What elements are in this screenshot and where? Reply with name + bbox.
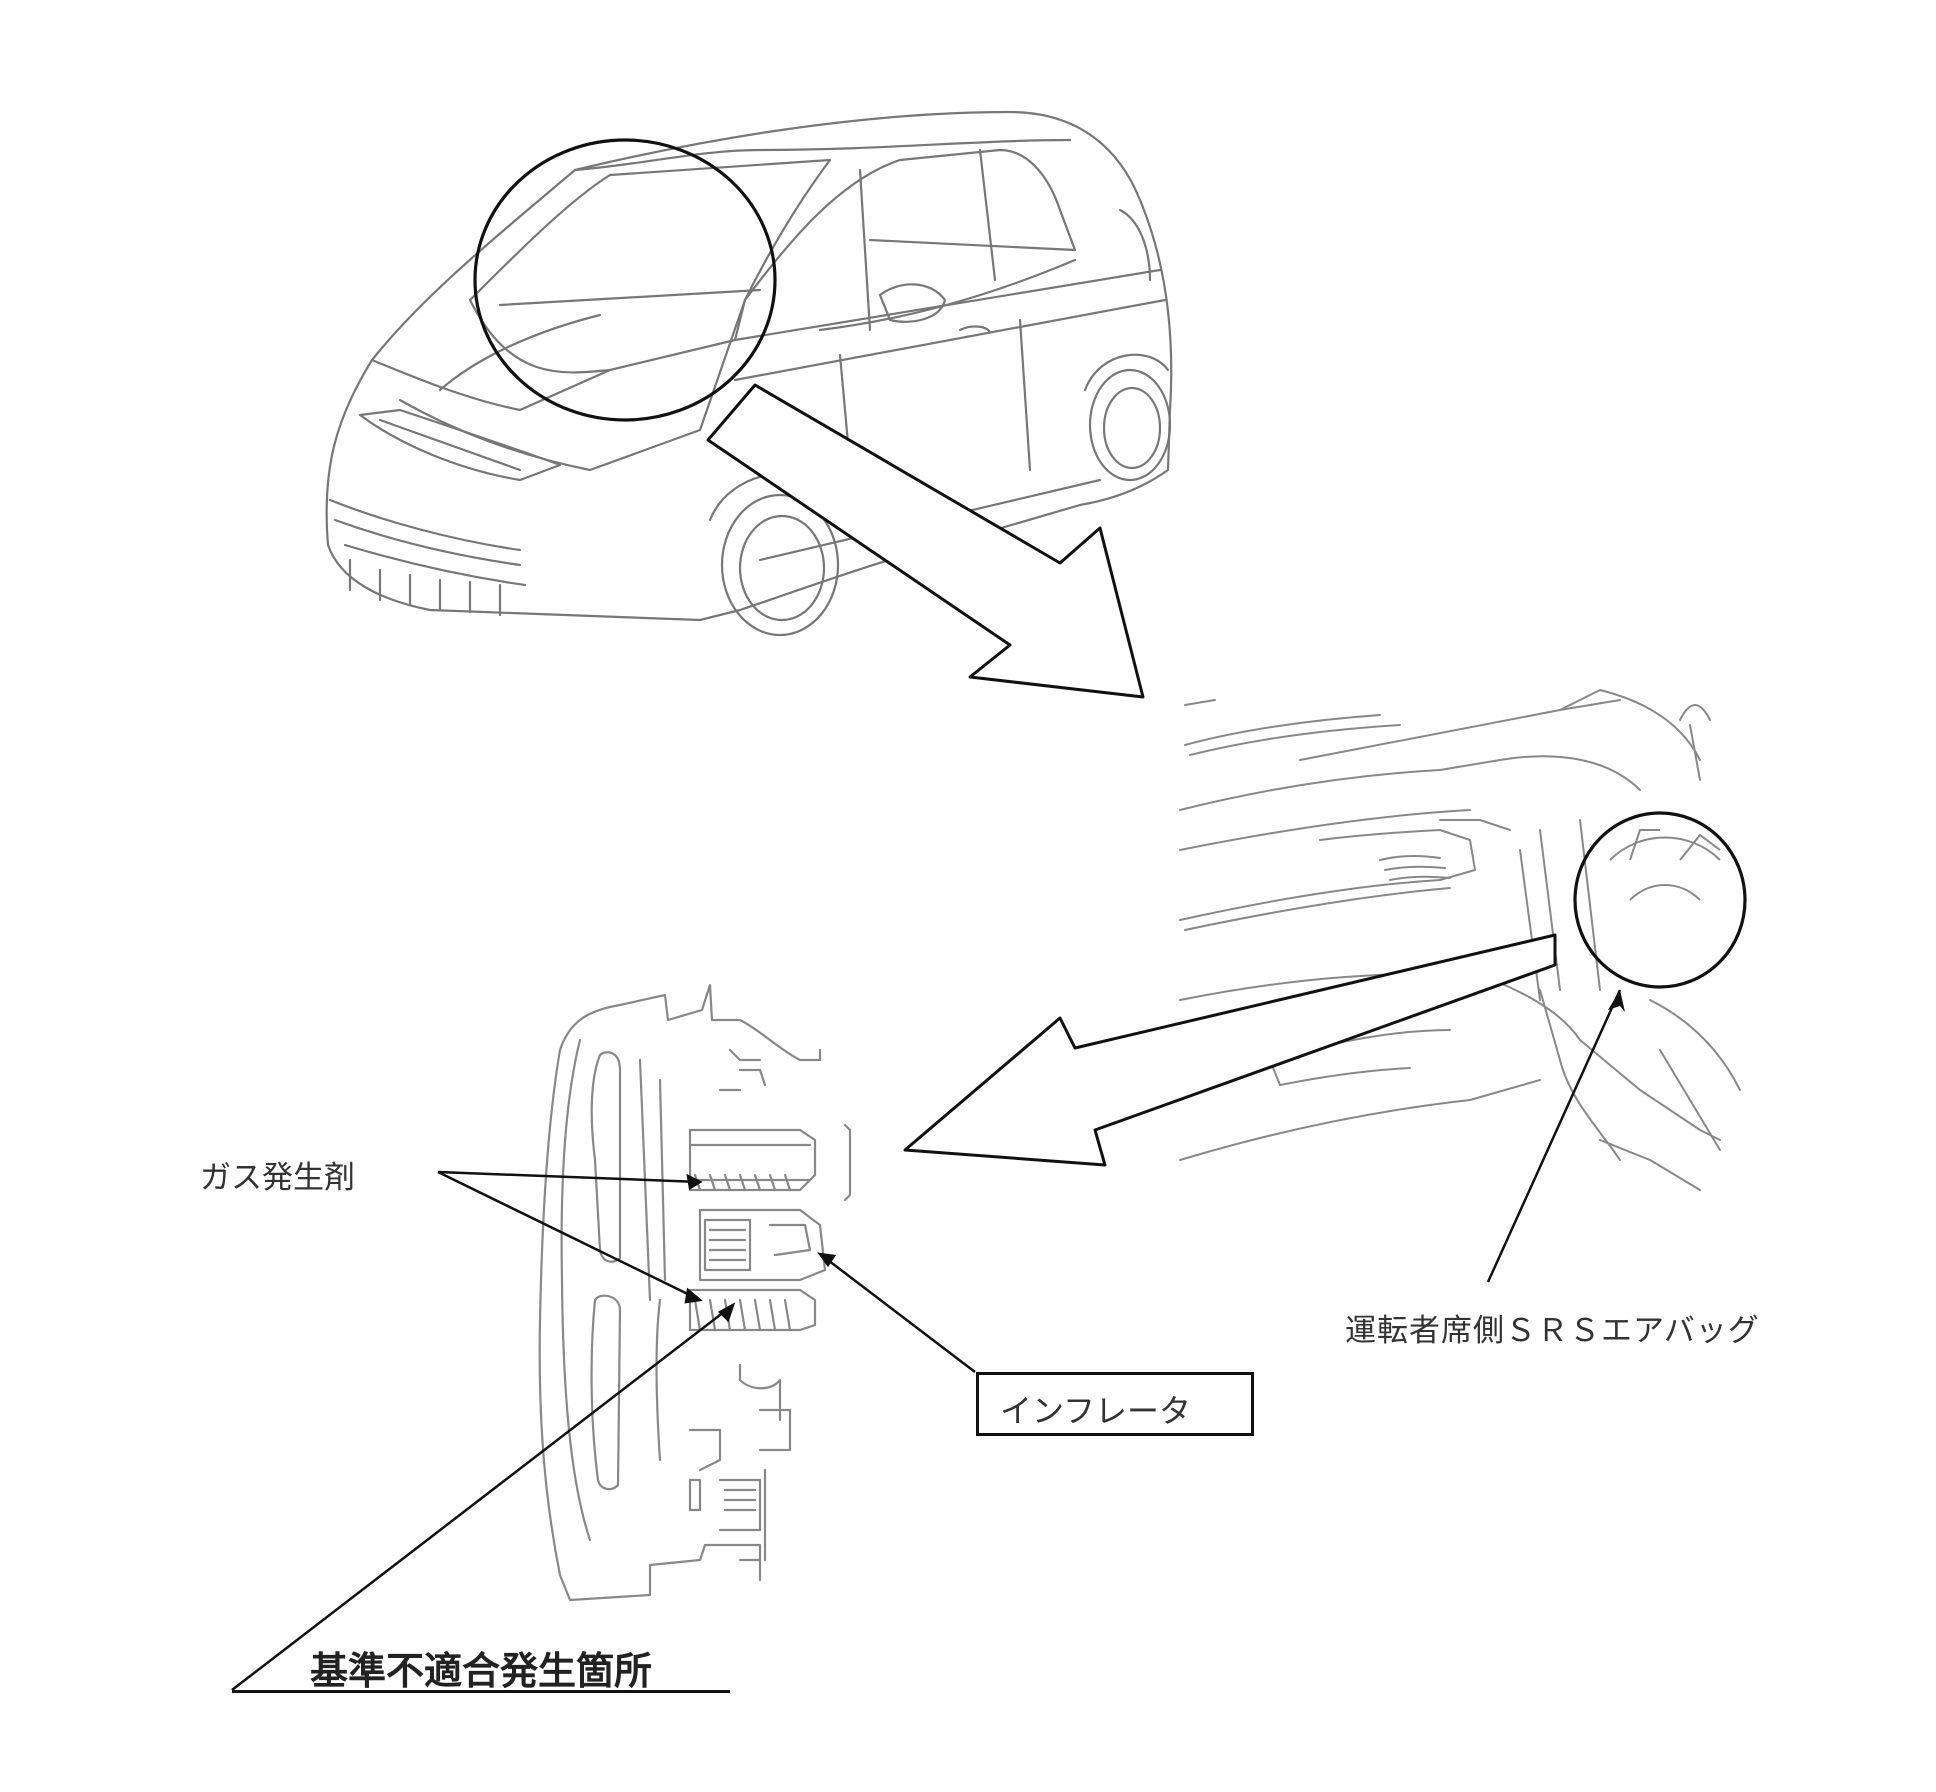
steering-wheel-circle	[1573, 811, 1747, 989]
car-zoom-circle	[473, 138, 777, 422]
airbag-module-illustration	[538, 983, 852, 1602]
nonconformity-underline	[232, 1690, 730, 1693]
driver-airbag-label: 運転者席側ＳＲＳエアバッグ	[1345, 1313, 1760, 1349]
pointer-arrow-icon	[706, 383, 1145, 699]
inflator-label-box	[976, 1372, 1254, 1436]
dashboard-illustration	[1179, 689, 1741, 1191]
inflator-label: インフレータ	[1000, 1392, 1192, 1430]
gas-generant-label: ガス発生剤	[200, 1160, 355, 1196]
pointer-arrow-icon	[903, 933, 1557, 1167]
nonconformity-location-label: 基準不適合発生箇所	[310, 1648, 653, 1693]
